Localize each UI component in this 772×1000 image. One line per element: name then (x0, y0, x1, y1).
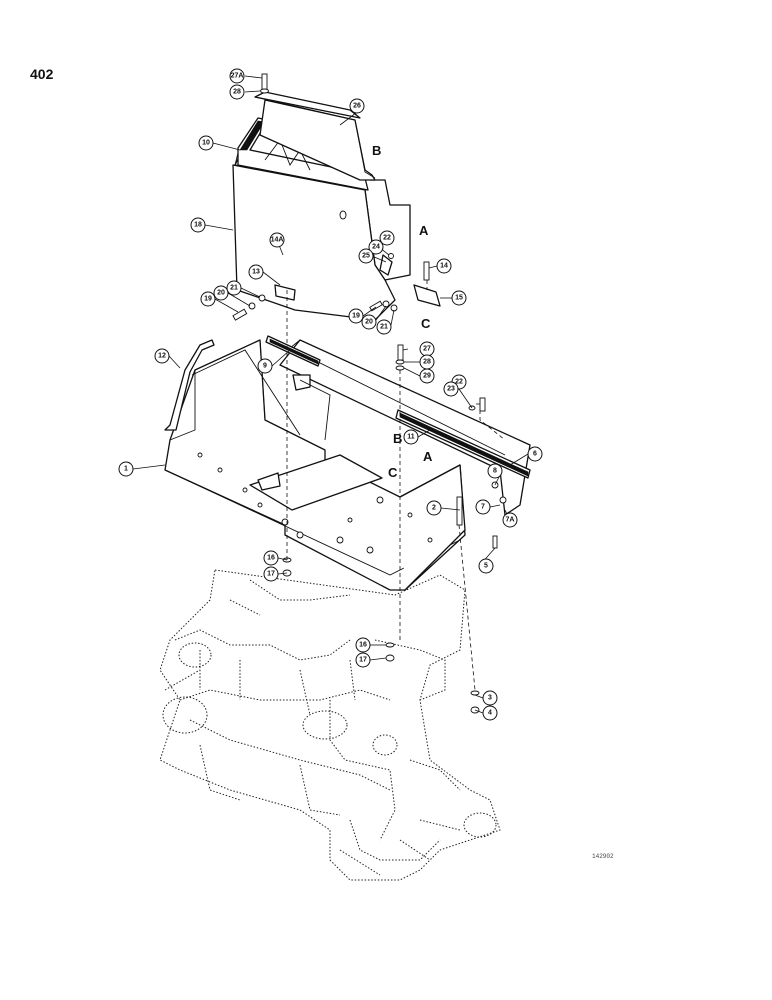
loader-frame (159, 569, 501, 881)
svg-text:23: 23 (447, 386, 455, 393)
callout-4: 4 (482, 705, 498, 721)
drawing-code: 142902 (592, 853, 614, 860)
svg-text:19: 19 (352, 313, 360, 320)
callout-23: 23 (443, 381, 459, 397)
callout-6: 6 (527, 446, 543, 462)
callout-20: 20 (213, 285, 229, 301)
svg-text:16: 16 (267, 555, 275, 562)
callout-19: 19 (348, 308, 364, 324)
svg-text:28: 28 (233, 89, 241, 96)
svg-text:21: 21 (380, 324, 388, 331)
reference-letter-c: C (388, 465, 398, 480)
svg-text:26: 26 (353, 103, 361, 110)
svg-text:11: 11 (407, 434, 415, 441)
callout-24: 24 (368, 239, 384, 255)
svg-text:2: 2 (432, 505, 436, 512)
callout-15: 15 (451, 290, 467, 306)
callout-11: 11 (403, 429, 419, 445)
callout-16: 16 (263, 550, 279, 566)
reference-letter-a: A (423, 449, 433, 464)
callout-17: 17 (355, 652, 371, 668)
svg-text:12: 12 (158, 353, 166, 360)
svg-text:17: 17 (359, 657, 367, 664)
callout-29: 29 (419, 368, 435, 384)
svg-text:22: 22 (383, 235, 391, 242)
callout-5: 5 (478, 558, 494, 574)
alignment-lines (286, 280, 506, 691)
svg-text:10: 10 (202, 140, 210, 147)
callout-18: 18 (190, 217, 206, 233)
callout-27a: 27A (229, 68, 245, 84)
svg-text:8: 8 (493, 468, 497, 475)
svg-text:20: 20 (217, 290, 225, 297)
callout-1: 1 (118, 461, 134, 477)
svg-text:29: 29 (423, 373, 431, 380)
callout-7: 7 (475, 499, 491, 515)
svg-text:14A: 14A (271, 237, 284, 244)
reference-letter-a: A (419, 223, 429, 238)
callout-10: 10 (198, 135, 214, 151)
base-tray (164, 339, 466, 591)
svg-text:16: 16 (359, 642, 367, 649)
callout-3: 3 (482, 690, 498, 706)
callout-8: 8 (487, 463, 503, 479)
callout-21: 21 (226, 280, 242, 296)
handle-rail (164, 339, 215, 431)
callout-7a: 7A (502, 512, 518, 528)
callout-25: 25 (358, 248, 374, 264)
svg-text:9: 9 (263, 363, 267, 370)
reference-letter-b: B (393, 431, 402, 446)
svg-text:28: 28 (423, 359, 431, 366)
callout-2: 2 (426, 500, 442, 516)
svg-text:5: 5 (484, 563, 488, 570)
callout-26: 26 (349, 98, 365, 114)
callout-28: 28 (229, 84, 245, 100)
callout-22: 22 (379, 230, 395, 246)
callout-27: 27 (419, 341, 435, 357)
svg-text:21: 21 (230, 285, 238, 292)
svg-text:4: 4 (488, 710, 492, 717)
svg-text:7: 7 (481, 504, 485, 511)
callouts: 1 2 3 4 5 6 7 7A 8 9 10 11 12 13 14 14A … (118, 68, 543, 721)
svg-text:25: 25 (362, 253, 370, 260)
svg-text:14: 14 (440, 263, 448, 270)
channel-bracket (265, 335, 531, 516)
svg-text:20: 20 (365, 319, 373, 326)
svg-text:27A: 27A (231, 73, 244, 80)
svg-text:19: 19 (204, 296, 212, 303)
callout-28: 28 (419, 354, 435, 370)
callout-14a: 14A (269, 232, 285, 248)
svg-text:3: 3 (488, 695, 492, 702)
svg-text:13: 13 (252, 269, 260, 276)
callout-9: 9 (257, 358, 273, 374)
callout-14: 14 (436, 258, 452, 274)
svg-text:7A: 7A (506, 517, 515, 524)
page-number: 402 (30, 66, 54, 82)
svg-text:1: 1 (124, 466, 128, 473)
callout-20: 20 (361, 314, 377, 330)
callout-19: 19 (200, 291, 216, 307)
svg-text:22: 22 (455, 379, 463, 386)
svg-text:15: 15 (455, 295, 463, 302)
svg-text:18: 18 (194, 222, 202, 229)
callout-16: 16 (355, 637, 371, 653)
svg-text:17: 17 (267, 571, 275, 578)
callout-13: 13 (248, 264, 264, 280)
reference-letters: A A B B C C (372, 143, 433, 480)
reference-letter-b: B (372, 143, 381, 158)
hardware (232, 73, 498, 714)
svg-text:24: 24 (372, 244, 380, 251)
upper-shroud (232, 91, 411, 321)
svg-text:6: 6 (533, 451, 537, 458)
reference-letter-c: C (421, 316, 431, 331)
callout-17: 17 (263, 566, 279, 582)
callout-12: 12 (154, 348, 170, 364)
svg-text:27: 27 (423, 346, 431, 353)
callout-21: 21 (376, 319, 392, 335)
